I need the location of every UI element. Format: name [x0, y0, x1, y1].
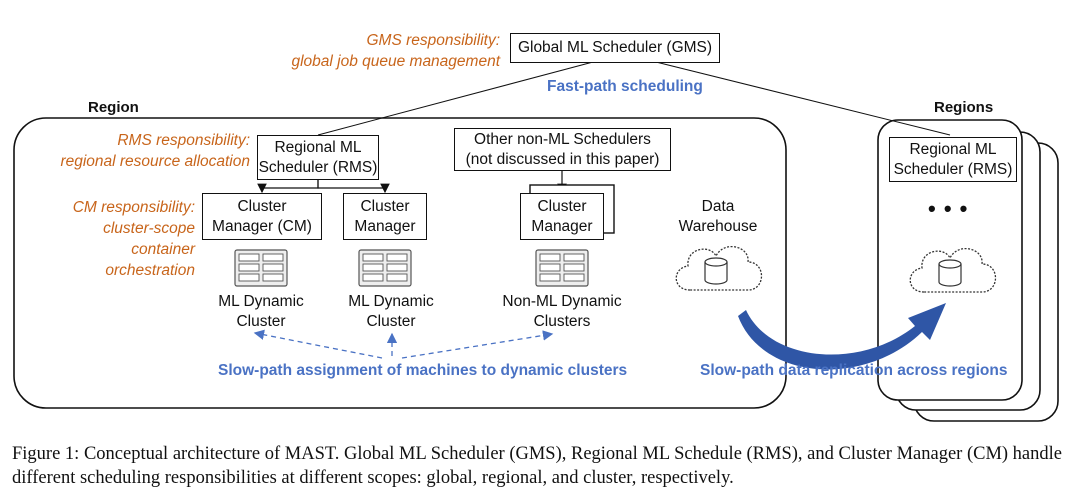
gms-box: Global ML Scheduler (GMS): [510, 33, 720, 63]
rms-responsibility-text: RMS responsibility: regional resource al…: [60, 132, 250, 170]
server-rack-icon-1: [234, 249, 288, 287]
gms-to-remote-rms-line: [655, 61, 951, 136]
slow-path-assignment-label: Slow-path assignment of machines to dyna…: [218, 362, 628, 379]
cluster-manager-cm-box: Cluster Manager (CM): [202, 193, 322, 240]
region-container: [13, 117, 787, 409]
gms-to-rms-line: [317, 61, 594, 136]
data-warehouse-label: Data Warehouse: [678, 198, 758, 235]
figure-caption: Figure 1: Conceptual architecture of MAS…: [12, 444, 1062, 488]
other-schedulers-box: Other non-ML Schedulers (not discussed i…: [454, 128, 671, 171]
remote-rms-box: Regional ML Scheduler (RMS): [889, 137, 1017, 182]
more-regions-ellipsis: • • •: [928, 196, 969, 221]
fast-path-label: Fast-path scheduling: [547, 78, 703, 95]
cm-responsibility-text: CM responsibility: cluster-scope contain…: [72, 199, 195, 279]
slow-path-dash-1: [253, 329, 383, 359]
non-ml-dynamic-clusters-label: Non-ML Dynamic Clusters: [502, 293, 622, 330]
ml-dynamic-cluster-label-2: ML Dynamic Cluster: [348, 293, 434, 330]
regions-title: Regions: [934, 99, 994, 116]
rms-to-cm1-arrow: [257, 179, 319, 194]
cluster-manager-box-2: Cluster Manager: [343, 193, 427, 240]
cloud-database-icon-2: [909, 247, 997, 293]
server-rack-icon-3: [535, 249, 589, 287]
gms-responsibility-text: GMS responsibility: global job queue man…: [291, 32, 500, 70]
server-rack-icon-2: [358, 249, 412, 287]
cluster-manager-box-3: Cluster Manager: [520, 193, 604, 240]
region-title: Region: [88, 99, 139, 116]
rms-to-cm2-arrow: [317, 179, 390, 194]
cloud-database-icon-1: [675, 245, 763, 291]
rms-box: Regional ML Scheduler (RMS): [257, 135, 379, 180]
slow-path-dash-3: [401, 330, 554, 359]
ml-dynamic-cluster-label-1: ML Dynamic Cluster: [218, 293, 304, 330]
replication-arrow: [738, 303, 946, 370]
slow-path-replication-label: Slow-path data replication across region…: [700, 362, 1008, 379]
